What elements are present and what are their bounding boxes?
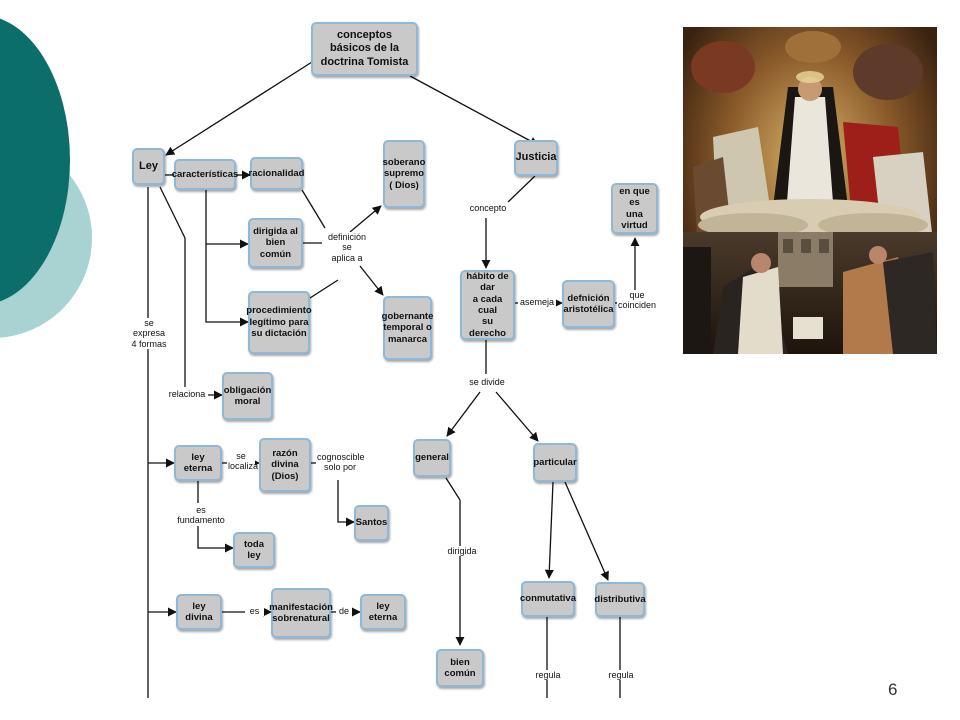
node-manifestacion: manifestación sobrenatural [269, 588, 333, 638]
label-se-localiza: se localiza [227, 451, 259, 472]
node-particular: particular [533, 443, 577, 482]
label-es: es [245, 606, 264, 617]
node-dirigida-bien-comun: dirigida al bien común [248, 218, 303, 268]
node-virtud: en que es una virtud [611, 183, 658, 234]
node-justicia: Justicia [514, 140, 558, 176]
label-se-divide: se divide [466, 377, 508, 388]
node-procedimiento: procedimiento legítimo para su dictación [246, 291, 312, 354]
label-se-expresa: se expresa 4 formas [128, 318, 170, 350]
node-santos: Santos [354, 505, 389, 541]
edge-general-dirigida [445, 477, 461, 501]
label-de: de [336, 606, 352, 617]
edge-conceptos-justicia [409, 75, 539, 146]
edge-caracteristicas-procedimiento [205, 244, 249, 327]
node-gobernante: gobernante temporal o manarca [382, 296, 433, 360]
node-distributiva: distributiva [594, 582, 646, 617]
edge-fundamento-toda-ley [197, 518, 234, 553]
edge-ley-diagonal [159, 186, 186, 239]
node-habito: hábito de dar a cada cual su derecho [460, 270, 515, 340]
label-dirigida: dirigida [444, 546, 480, 557]
edge-definicion-soberano [349, 205, 382, 233]
edge-procedimiento-definicion [309, 279, 339, 299]
edge-particular-conmutativa [544, 481, 554, 579]
dark-teal-circle [0, 18, 70, 302]
node-toda-ley: toda ley [233, 532, 275, 568]
label-regula-distributiva: regula [604, 670, 638, 681]
node-bien-comun: bien común [436, 649, 484, 687]
node-ley-eterna-2: ley eterna [360, 594, 406, 630]
edge-divide-particular [495, 391, 539, 442]
node-definicion-aristotelica: defnición aristotélica [562, 280, 615, 328]
edge-divide-general [446, 391, 481, 437]
node-obligacion-moral: obligación moral [222, 372, 273, 420]
label-asemeja: asemeja [518, 297, 556, 308]
label-cognoscible: cognoscible solo por [316, 452, 365, 473]
label-es-fundamento: es fundamento [172, 505, 230, 526]
edge-conceptos-ley [165, 61, 313, 156]
label-concepto: concepto [468, 203, 508, 214]
node-caracteristicas: características [172, 159, 238, 190]
node-soberano: soberano supremo ( Dios) [383, 140, 425, 208]
painting-image [683, 27, 937, 354]
node-general: general [413, 439, 451, 477]
node-ley: Ley [132, 148, 165, 185]
edge-particular-distributiva [564, 481, 609, 581]
edge-racionalidad-definicion [301, 189, 326, 229]
node-conmutativa: conmutativa [520, 581, 576, 617]
node-razon-divina: razón divina (Dios) [259, 438, 311, 492]
edge-justicia-concepto [507, 175, 536, 203]
node-ley-divina: ley divina [176, 594, 222, 630]
label-que-coinciden: que coinciden [617, 290, 657, 311]
node-racionalidad: racionalidad [249, 157, 304, 190]
edge-definicion-gobernante [359, 265, 384, 296]
slide-number: 6 [888, 680, 898, 699]
label-regula-conmutativa: regula [531, 670, 565, 681]
edge-caracteristicas-dirigida [205, 190, 249, 249]
label-definicion-se-aplica: definición se aplica a [322, 232, 372, 264]
node-ley-eterna: ley eterna [174, 445, 222, 481]
edge-cognoscible-santos [337, 480, 355, 527]
label-relaciona: relaciona [166, 389, 208, 400]
node-conceptos-basicos: conceptos básicos de la doctrina Tomista [311, 22, 418, 76]
